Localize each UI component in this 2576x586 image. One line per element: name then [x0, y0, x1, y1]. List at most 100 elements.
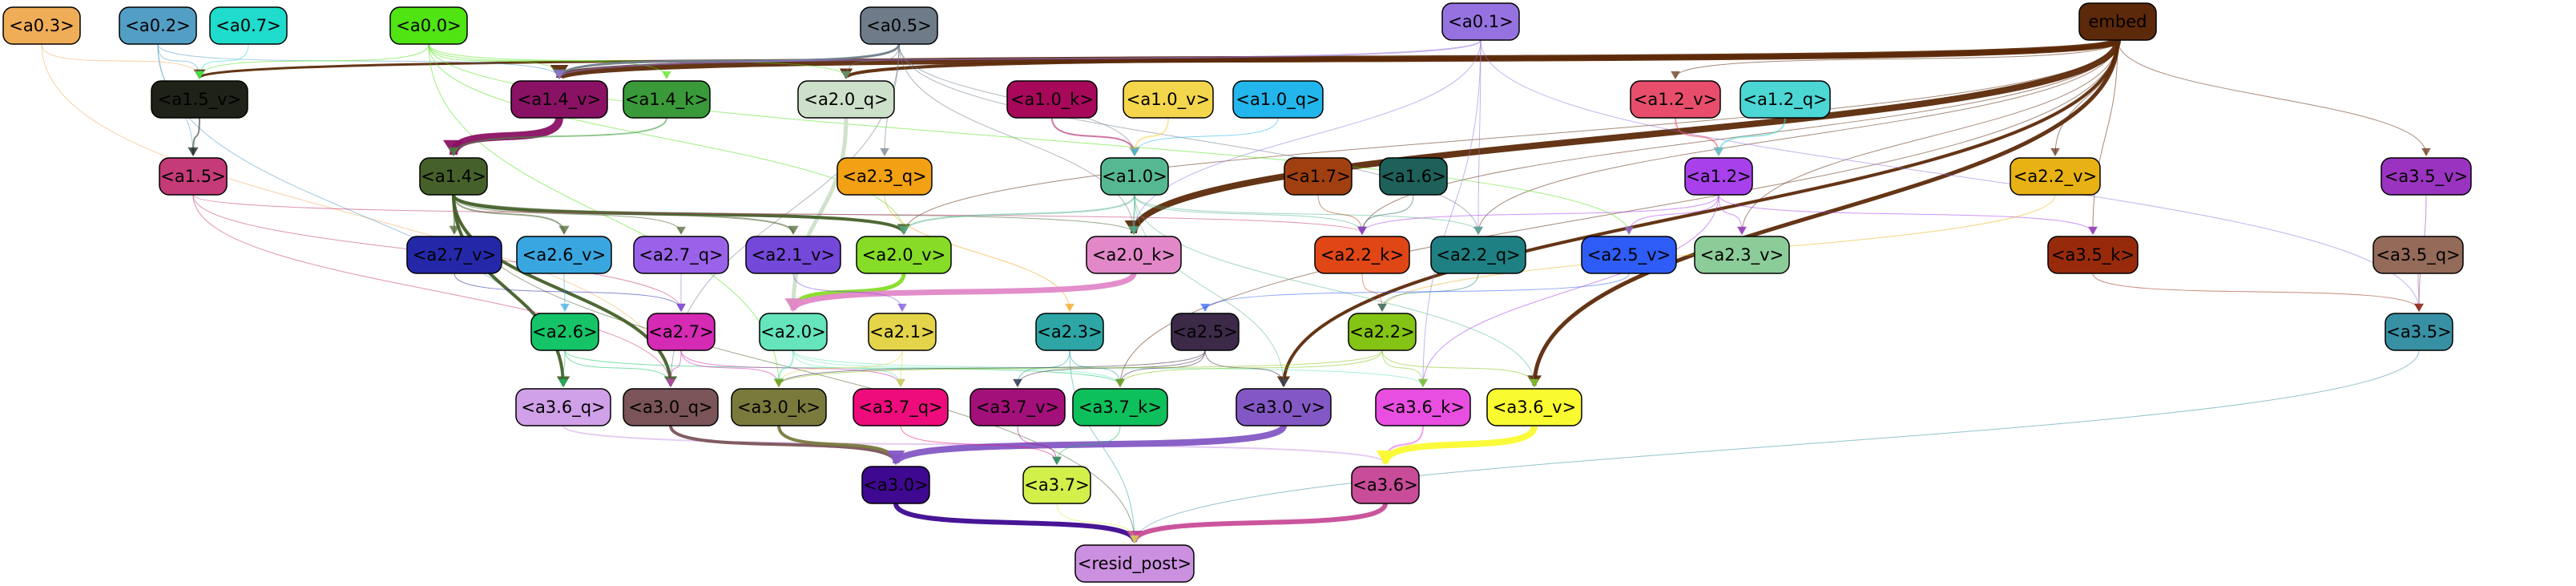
node-a1-0-v[interactable]: <a1.0_v>: [1123, 80, 1214, 119]
node-label: <a2.7_q>: [639, 245, 723, 265]
edge-a3_7-to-resid_post: [1056, 503, 1135, 543]
node-a3-7-k[interactable]: <a3.7_k>: [1072, 388, 1168, 426]
node-a1-4-v[interactable]: <a1.4_v>: [510, 80, 608, 119]
node-a0-5[interactable]: <a0.5>: [860, 6, 938, 45]
node-a2-2-q[interactable]: <a2.2_q>: [1430, 236, 1526, 274]
node-box: [1006, 80, 1098, 119]
node-label: <a3.7>: [1024, 475, 1089, 495]
node-label: <a2.6>: [532, 322, 597, 341]
node-a3-0-q[interactable]: <a3.0_q>: [623, 388, 719, 426]
node-a1-2[interactable]: <a1.2>: [1684, 157, 1753, 196]
node-a1-4-k[interactable]: <a1.4_k>: [623, 80, 711, 119]
edge-arrowhead: [1737, 226, 1747, 235]
node-label: <a2.3>: [1037, 322, 1102, 341]
node-label: <a3.0>: [863, 475, 928, 495]
node-box: [1430, 236, 1526, 274]
node-a2-0-v[interactable]: <a2.0_v>: [856, 236, 952, 274]
node-a2-2-k[interactable]: <a2.2_k>: [1314, 236, 1410, 274]
node-a1-0-k[interactable]: <a1.0_k>: [1006, 80, 1098, 119]
node-a3-5-k[interactable]: <a3.5_k>: [2047, 236, 2139, 274]
node-a2-7-q[interactable]: <a2.7_q>: [633, 236, 729, 274]
node-a2-3[interactable]: <a2.3>: [1035, 313, 1104, 351]
node-label: embed: [2089, 12, 2147, 31]
node-a2-0-q[interactable]: <a2.0_q>: [797, 80, 895, 119]
node-a3-7-v[interactable]: <a3.7_v>: [970, 388, 1066, 426]
node-a2-5[interactable]: <a2.5>: [1171, 313, 1240, 351]
edge-a3_0_q-to-a3_0: [669, 425, 897, 464]
node-a2-3-v[interactable]: <a2.3_v>: [1694, 236, 1790, 274]
node-a3-6[interactable]: <a3.6>: [1351, 466, 1420, 504]
edge-arrowhead: [1376, 451, 1395, 465]
node-a3-6-v[interactable]: <a3.6_v>: [1486, 388, 1582, 426]
node-a3-7-q[interactable]: <a3.7_q>: [853, 388, 949, 426]
node-a3-0-k[interactable]: <a3.0_k>: [731, 388, 827, 426]
node-a2-6-v[interactable]: <a2.6_v>: [516, 236, 612, 274]
node-a3-5[interactable]: <a3.5>: [2385, 313, 2453, 351]
node-a1-7[interactable]: <a1.7>: [1284, 157, 1353, 196]
node-a1-5[interactable]: <a1.5>: [159, 157, 228, 196]
node-a1-6[interactable]: <a1.6>: [1379, 157, 1448, 196]
node-box: [1086, 236, 1182, 274]
node-a1-0-q[interactable]: <a1.0_q>: [1232, 80, 1324, 119]
node-a0-3[interactable]: <a0.3>: [2, 6, 81, 45]
edge-a0_3-to-a1_5_v: [41, 43, 200, 79]
node-a2-0-k[interactable]: <a2.0_k>: [1086, 236, 1182, 274]
node-a3-0-v[interactable]: <a3.0_v>: [1236, 388, 1332, 426]
node-resid-post[interactable]: <resid_post>: [1074, 544, 1195, 583]
node-a1-5-v[interactable]: <a1.5_v>: [151, 80, 248, 119]
node-a2-7[interactable]: <a2.7>: [647, 313, 716, 351]
node-a3-0[interactable]: <a3.0>: [861, 466, 930, 504]
node-a2-1-v[interactable]: <a2.1_v>: [745, 236, 841, 274]
edge-a0_0-to-a2_0_q: [428, 43, 847, 79]
node-a0-2[interactable]: <a0.2>: [119, 6, 197, 45]
edge-a1_4-to-a3_0_q: [452, 194, 672, 386]
edge-embed-to-a3_5_v: [2117, 39, 2427, 156]
edge-arrowhead: [2421, 148, 2431, 156]
node-a1-4[interactable]: <a1.4>: [419, 157, 488, 196]
node-box: [853, 388, 949, 426]
node-a0-7[interactable]: <a0.7>: [209, 6, 288, 45]
node-box: [836, 157, 933, 196]
node-embed[interactable]: embed: [2078, 2, 2157, 41]
edge-a1_2-to-a2_5_v: [1628, 194, 1719, 234]
edge-arrowhead: [896, 378, 905, 387]
node-a3-7[interactable]: <a3.7>: [1022, 466, 1091, 504]
edge-arrowhead: [676, 303, 686, 312]
edge-arrowhead: [841, 71, 851, 79]
node-box: [2047, 236, 2139, 274]
edge-arrowhead: [1473, 226, 1483, 235]
node-a2-0[interactable]: <a2.0>: [759, 313, 828, 351]
edge-a1_4_k-to-a1_4: [453, 117, 667, 156]
node-a3-5-v[interactable]: <a3.5_v>: [2380, 157, 2472, 196]
node-label: <a1.0>: [1102, 167, 1167, 186]
node-a2-1[interactable]: <a2.1>: [868, 313, 937, 351]
edge-a1_2_v-to-a1_2: [1675, 117, 1719, 156]
node-label: <a2.5_v>: [1587, 245, 1671, 265]
edge-arrowhead: [1418, 378, 1428, 387]
node-a2-2-v[interactable]: <a2.2_v>: [2010, 157, 2101, 196]
node-label: <a3.5>: [2386, 322, 2451, 341]
node-a2-7-v[interactable]: <a2.7_v>: [406, 236, 502, 274]
edge-a3_6-to-resid_post: [1132, 502, 1388, 544]
node-a3-5-q[interactable]: <a3.5_q>: [2372, 236, 2464, 274]
node-a1-2-q[interactable]: <a1.2_q>: [1740, 80, 1831, 119]
node-a2-5-v[interactable]: <a2.5_v>: [1581, 236, 1677, 274]
edge-a1_0-to-a2_0_v: [903, 194, 1135, 234]
node-a0-0[interactable]: <a0.0>: [389, 6, 468, 45]
node-a3-6-q[interactable]: <a3.6_q>: [515, 388, 611, 426]
node-label: <resid_post>: [1078, 554, 1191, 574]
node-a1-2-v[interactable]: <a1.2_v>: [1630, 80, 1721, 119]
node-a3-6-k[interactable]: <a3.6_k>: [1375, 388, 1471, 426]
edge-arrowhead: [2050, 148, 2060, 156]
node-a1-0[interactable]: <a1.0>: [1100, 157, 1169, 196]
edge-a0_0-to-a2_0_v: [428, 43, 905, 234]
edge-embed-to-a2_0_v: [903, 39, 2118, 234]
edge-a0_2-to-a1_4_v: [157, 43, 560, 79]
node-a2-3-q[interactable]: <a2.3_q>: [836, 157, 933, 196]
node-a0-1[interactable]: <a0.1>: [1441, 2, 1520, 41]
edge-a1_2-to-a3_5_k: [1718, 194, 2094, 234]
node-a2-6[interactable]: <a2.6>: [530, 313, 599, 351]
node-label: <a2.2_k>: [1320, 245, 1404, 265]
node-a2-2[interactable]: <a2.2>: [1348, 313, 1417, 351]
node-label: <a0.0>: [396, 16, 461, 35]
